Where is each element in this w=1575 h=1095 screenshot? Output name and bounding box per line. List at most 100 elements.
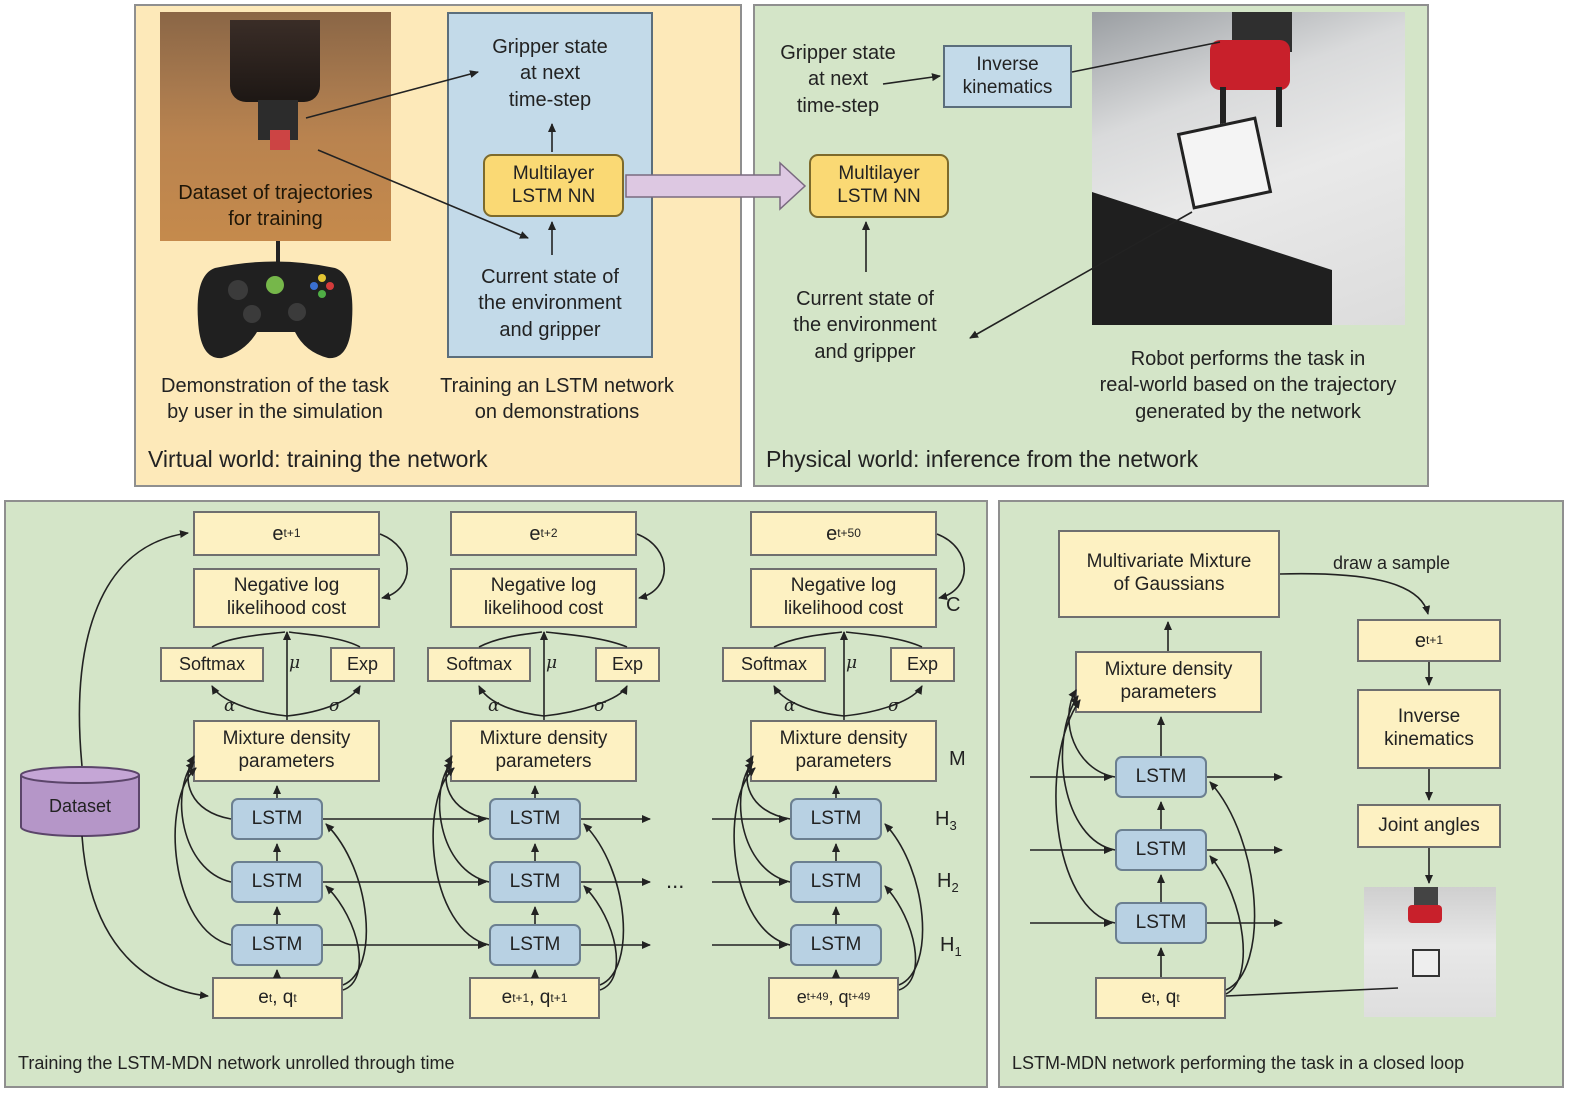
in2-e: e [501, 986, 513, 1008]
robot-gripper-red [1210, 40, 1290, 90]
loop-in-e: e [1141, 986, 1152, 1008]
lstm-label: LSTM [251, 933, 303, 955]
lstm-h1-col1: LSTM [231, 924, 323, 966]
lstm-h2-col1: LSTM [231, 861, 323, 903]
in1-q-sub: t [293, 990, 297, 1005]
gripper-phys-line1: Gripper state [780, 42, 896, 64]
h1-label: H1 [940, 934, 962, 959]
mmg-line1: Multivariate Mixture [1086, 551, 1252, 573]
demonstration-caption: Demonstration of the task by user in the… [140, 373, 410, 426]
e-t2-sub: t+2 [540, 526, 558, 541]
mdp3-line2: parameters [795, 751, 892, 772]
in1-e-sub: t [268, 990, 273, 1005]
exp2-label: Exp [611, 653, 644, 674]
lstm-nn-line1: Multilayer [512, 162, 595, 184]
ik-loop-line1: Inverse [1397, 706, 1461, 728]
exp-box-3: Exp [890, 647, 955, 682]
robot-caption-line2: real-world based on the trajectory [1099, 374, 1397, 397]
thumb-arm [1414, 887, 1438, 909]
in2-q-sub: t+1 [550, 990, 568, 1005]
e-t50-letter: e [826, 522, 838, 545]
current-phys-line1: Current state of [796, 288, 934, 310]
ik-line2: kinematics [962, 76, 1053, 98]
unrolled-caption: Training the LSTM-MDN network unrolled t… [18, 1053, 455, 1073]
h2-sub: 2 [951, 880, 959, 895]
softmax2-label: Softmax [445, 653, 513, 674]
h3-sub: 3 [949, 818, 957, 833]
lstm-h2-loop: LSTM [1115, 829, 1207, 871]
h3-letter: H [935, 808, 950, 830]
lstm-h3-col1: LSTM [231, 798, 323, 840]
lstm-h3-col3: LSTM [790, 798, 882, 840]
lstm-label: LSTM [810, 870, 862, 892]
robot-caption-line1: Robot performs the task in [1130, 348, 1366, 370]
h3-label: H3 [935, 808, 957, 833]
lstm-phys-line2: LSTM NN [837, 186, 921, 207]
robot-cube [1176, 116, 1273, 210]
nll2-line1: Negative log [490, 575, 597, 597]
gripper-line2: at next [519, 62, 581, 85]
lstm-label: LSTM [1135, 911, 1187, 933]
lstm-h2-col3: LSTM [790, 861, 882, 903]
dataset-label-line1: Dataset of trajectories [178, 182, 373, 204]
gripper-state-label-virtual: Gripper state at next time-step [447, 34, 653, 113]
lstm-h3-loop: LSTM [1115, 756, 1207, 798]
in3-q-sub: t+49 [848, 991, 871, 1004]
mu-label-3: μ [846, 653, 858, 673]
loop-in-q: q [1165, 986, 1177, 1008]
ik-loop-line2: kinematics [1384, 729, 1474, 750]
lstm-label: LSTM [810, 933, 862, 955]
dataset-label-bottom: Dataset [48, 796, 112, 816]
e-t1-letter: e [272, 522, 284, 545]
mmg-line2: of Gaussians [1113, 574, 1225, 595]
lstm-h1-col3: LSTM [790, 924, 882, 966]
closed-loop-caption: LSTM-MDN network performing the task in … [1012, 1053, 1465, 1073]
softmax-box-2: Softmax [427, 647, 531, 682]
physical-world-caption: Physical world: inference from the netwo… [766, 446, 1199, 472]
mdp2-line2: parameters [495, 751, 592, 772]
sigma-label-1: σ [329, 696, 341, 716]
dataset-label: Dataset of trajectories for training [160, 180, 391, 233]
m-label: M [949, 748, 966, 770]
joint-label: Joint angles [1378, 814, 1480, 836]
draw-sample-label: draw a sample [1333, 553, 1451, 573]
current-line1: Current state of [481, 266, 619, 288]
lstm-h3-col2: LSTM [489, 798, 581, 840]
current-line2: the environment [478, 292, 622, 315]
simulation-cube [270, 130, 290, 150]
mdp2-line1: Mixture density [479, 728, 608, 750]
training-caption: Training an LSTM network on demonstratio… [412, 373, 702, 426]
current-line3: and gripper [499, 318, 601, 341]
in1-sep: , [272, 986, 283, 1008]
ik-line1: Inverse [976, 53, 1039, 75]
lstm-label: LSTM [251, 870, 303, 892]
robot-caption: Robot performs the task in real-world ba… [1068, 346, 1428, 425]
h2-letter: H [937, 870, 952, 892]
mdp3-line1: Mixture density [779, 728, 908, 750]
loop-in-e-sub: t [1151, 990, 1156, 1005]
exp1-label: Exp [346, 653, 379, 674]
mdp-loop-line2: parameters [1120, 682, 1217, 703]
softmax1-label: Softmax [178, 653, 246, 674]
training-caption-line1: Training an LSTM network [440, 375, 674, 397]
in3-e: e [796, 987, 807, 1008]
e-t1-sub: t+1 [283, 526, 301, 541]
mdp1-line2: parameters [238, 751, 335, 772]
lstm-label: LSTM [509, 870, 561, 892]
sigma-label-2: σ [594, 696, 606, 716]
exp-box-1: Exp [330, 647, 395, 682]
thumb-gripper [1408, 905, 1442, 923]
lstm-label: LSTM [810, 807, 862, 829]
virtual-world-caption: Virtual world: training the network [148, 446, 488, 472]
